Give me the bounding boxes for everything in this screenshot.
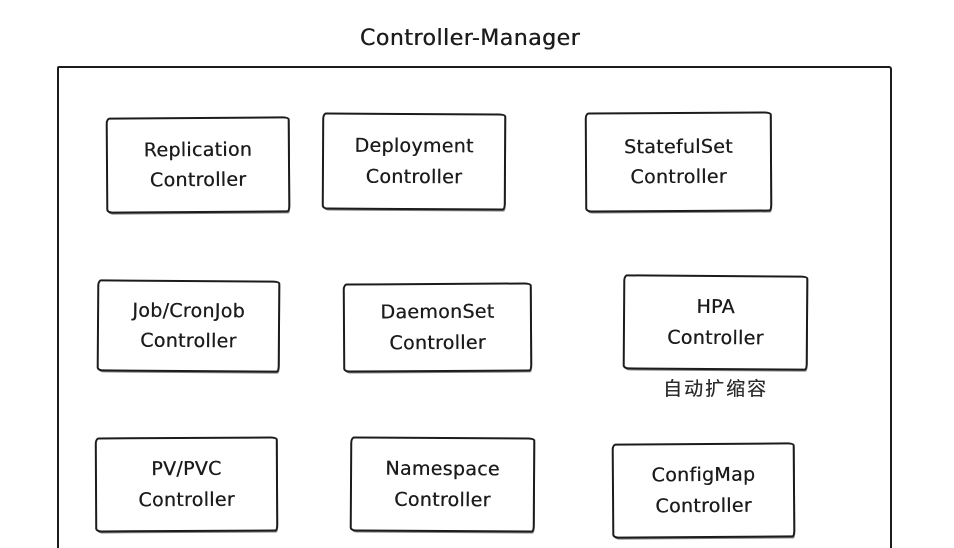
node-job-cronjob-controller: Job/CronJob Controller xyxy=(96,279,281,373)
node-label: Deployment Controller xyxy=(354,134,474,188)
node-label: Namespace Controller xyxy=(385,457,500,511)
controller-manager-boundary xyxy=(57,66,892,548)
node-label: DaemonSet Controller xyxy=(380,300,495,354)
hpa-autoscaling-annotation: 自动扩缩容 xyxy=(662,378,768,400)
node-label: StatefulSet Controller xyxy=(623,135,733,189)
node-statefulset-controller: StatefulSet Controller xyxy=(584,111,773,213)
node-replication-controller: Replication Controller xyxy=(105,116,291,214)
node-configmap-controller: ConfigMap Controller xyxy=(611,442,796,539)
node-label: ConfigMap Controller xyxy=(651,463,756,517)
diagram-title: Controller-Manager xyxy=(359,26,581,51)
node-label: Replication Controller xyxy=(143,138,253,192)
node-label: HPA Controller xyxy=(667,295,764,349)
node-namespace-controller: Namespace Controller xyxy=(349,436,536,533)
node-deployment-controller: Deployment Controller xyxy=(321,112,507,211)
node-daemonset-controller: DaemonSet Controller xyxy=(342,282,533,373)
node-pv-pvc-controller: PV/PVC Controller xyxy=(94,436,279,533)
node-label: Job/CronJob Controller xyxy=(132,299,245,353)
node-label: PV/PVC Controller xyxy=(138,457,235,511)
node-hpa-controller: HPA Controller xyxy=(622,274,809,371)
